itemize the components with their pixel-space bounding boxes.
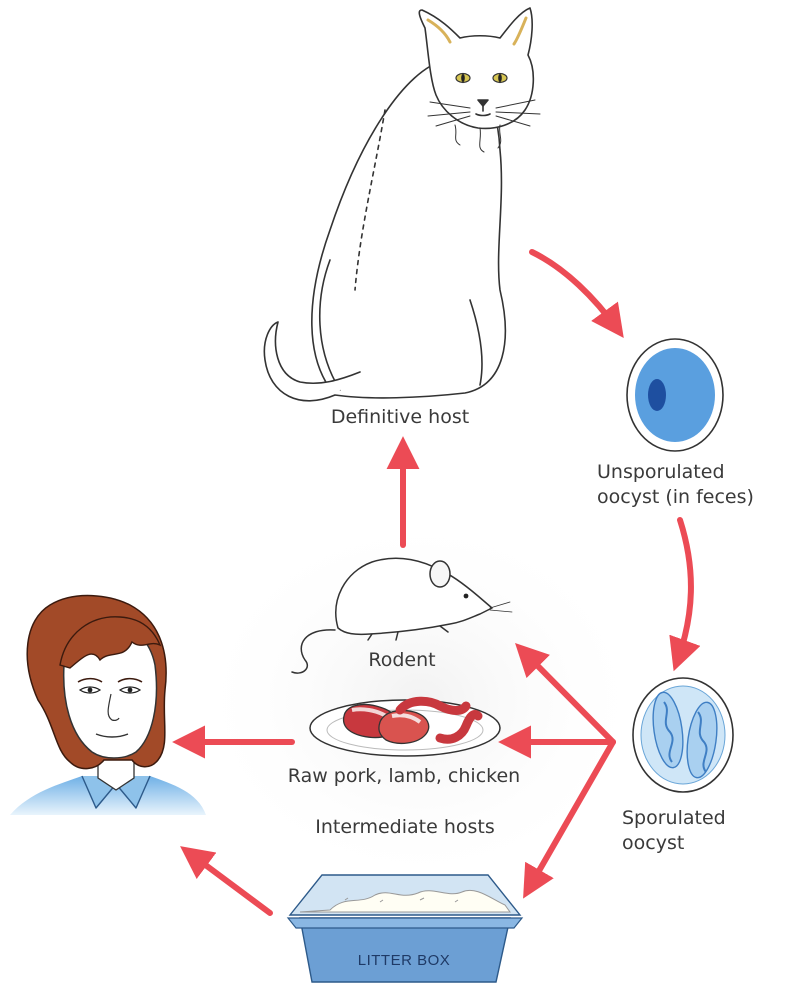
label-rodent: Rodent [368, 648, 435, 673]
cat-icon [264, 8, 540, 401]
label-litter-box: LITTER BOX [314, 952, 494, 969]
label-unsporulated-line1: Unsporulated [597, 460, 754, 485]
label-definitive-host: Definitive host [331, 405, 469, 430]
arrow-cat-to-oocyst [532, 252, 618, 330]
arrow-litter-to-woman [188, 852, 270, 913]
label-sporulated-line2: oocyst [622, 831, 726, 856]
label-raw-meat: Raw pork, lamb, chicken [288, 764, 520, 789]
label-unsporulated-oocyst: Unsporulated oocyst (in feces) [597, 460, 754, 510]
meat-plate-icon [310, 700, 500, 756]
label-intermediate-hosts: Intermediate hosts [315, 815, 495, 840]
unsporulated-oocyst-icon [627, 339, 723, 451]
sporulated-oocyst-icon [633, 678, 733, 792]
label-sporulated-line1: Sporulated [622, 806, 726, 831]
arrow-oocyst-to-sporulated [677, 520, 691, 662]
label-unsporulated-line2: oocyst (in feces) [597, 485, 754, 510]
woman-icon [10, 596, 206, 815]
label-sporulated-oocyst: Sporulated oocyst [622, 806, 726, 856]
